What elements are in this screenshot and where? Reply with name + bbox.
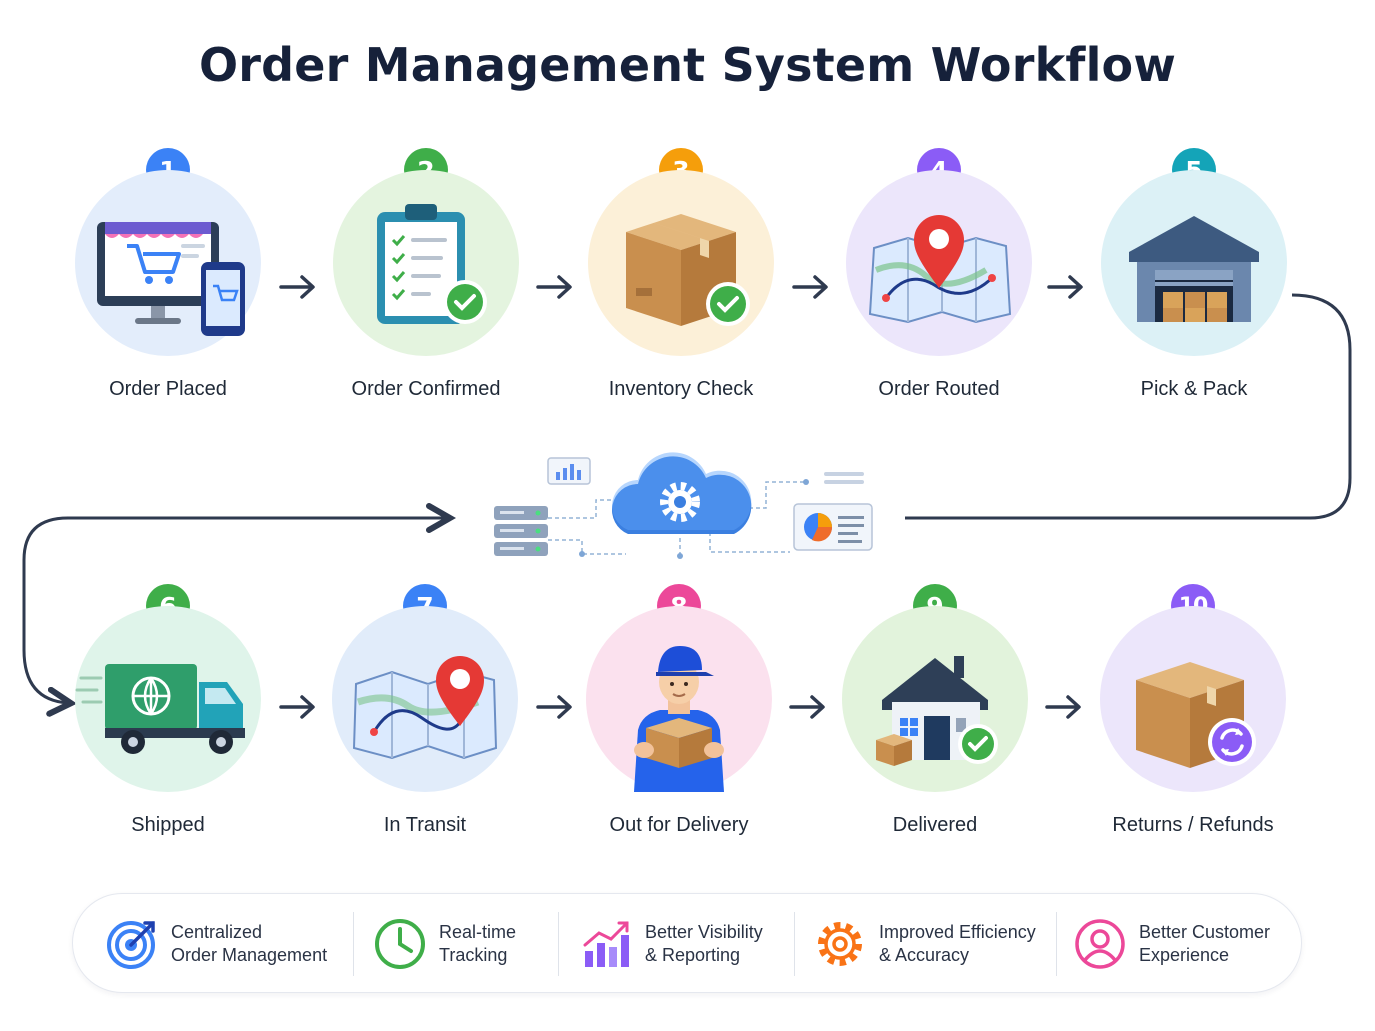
- arrow-right-icon: [535, 692, 575, 722]
- benefit-line: Experience: [1139, 945, 1230, 965]
- benefit-efficiency: Improved Efficiency & Accuracy: [813, 894, 1036, 994]
- step-inventory-check: 3 Inventory Check: [561, 148, 801, 428]
- benefit-line: Better Customer: [1139, 922, 1271, 942]
- benefit-line: Tracking: [439, 945, 508, 965]
- step-label: Delivered: [892, 814, 978, 836]
- return-box-icon: [1100, 606, 1286, 792]
- bar-chart-icon: [547, 457, 591, 485]
- checklist-clipboard-icon: [333, 170, 519, 356]
- arrow-right-icon: [1044, 692, 1084, 722]
- clock-icon: [375, 919, 425, 969]
- arrow-right-icon: [278, 692, 318, 722]
- step-label: Order Placed: [109, 378, 227, 400]
- step-in-transit: 7 In Transit: [305, 584, 545, 864]
- step-order-confirmed: 2 Order Confirmed: [306, 148, 546, 428]
- step-out-for-delivery: 8 Out for Delivery: [559, 584, 799, 864]
- house-delivered-icon: [842, 606, 1028, 792]
- benefit-line: Order Management: [171, 945, 328, 965]
- central-system-hub: [486, 452, 886, 572]
- customer-icon: [1075, 919, 1125, 969]
- target-icon: [107, 921, 155, 969]
- divider: [794, 912, 795, 976]
- step-label: Shipped: [131, 814, 205, 836]
- benefit-visibility: Better Visibility & Reporting: [579, 894, 763, 994]
- arrow-right-icon: [1046, 272, 1086, 302]
- step-order-placed: 1 Order Placed: [48, 148, 288, 428]
- benefit-line: Improved Efficiency: [879, 922, 1036, 942]
- benefit-line: Centralized: [171, 922, 263, 942]
- divider: [353, 912, 354, 976]
- divider: [1056, 912, 1057, 976]
- step-label: Order Confirmed: [351, 378, 501, 400]
- step-label: Inventory Check: [608, 378, 754, 400]
- arrow-right-icon: [788, 692, 828, 722]
- step-label: Out for Delivery: [609, 814, 749, 836]
- arrow-right-icon: [278, 272, 318, 302]
- online-shopping-icon: [75, 170, 261, 356]
- step-returns-refunds: 10 Returns / Refunds: [1073, 584, 1313, 864]
- courier-icon: [586, 606, 772, 792]
- step-label: Order Routed: [878, 378, 1000, 400]
- step-pick-pack: 5 Pick & Pack: [1074, 148, 1314, 428]
- map-pin-icon: [846, 170, 1032, 356]
- step-order-routed: 4 Order Routed: [819, 148, 1059, 428]
- benefit-line: & Accuracy: [879, 945, 970, 965]
- route-map-icon: [332, 606, 518, 792]
- arrow-right-icon: [535, 272, 575, 302]
- divider: [558, 912, 559, 976]
- benefit-line: Real-time: [439, 922, 517, 942]
- step-label: Pick & Pack: [1140, 378, 1248, 400]
- step-label: In Transit: [383, 814, 467, 836]
- growth-chart-icon: [583, 921, 629, 967]
- arrow-right-icon: [791, 272, 831, 302]
- warehouse-icon: [1101, 170, 1287, 356]
- delivery-truck-icon: [75, 606, 261, 792]
- cloud-gear-icon: [612, 452, 752, 534]
- gear-icon: [818, 922, 862, 966]
- step-label: Returns / Refunds: [1112, 814, 1274, 836]
- server-icon: [494, 506, 548, 556]
- pie-chart-report-icon: [793, 472, 873, 551]
- page-title: Order Management System Workflow: [198, 38, 1177, 92]
- benefit-line: & Reporting: [645, 945, 741, 965]
- step-shipped: 6 Shipped: [48, 584, 288, 864]
- box-check-icon: [588, 170, 774, 356]
- step-delivered: 9 Delivered: [815, 584, 1055, 864]
- benefit-line: Better Visibility: [645, 922, 763, 942]
